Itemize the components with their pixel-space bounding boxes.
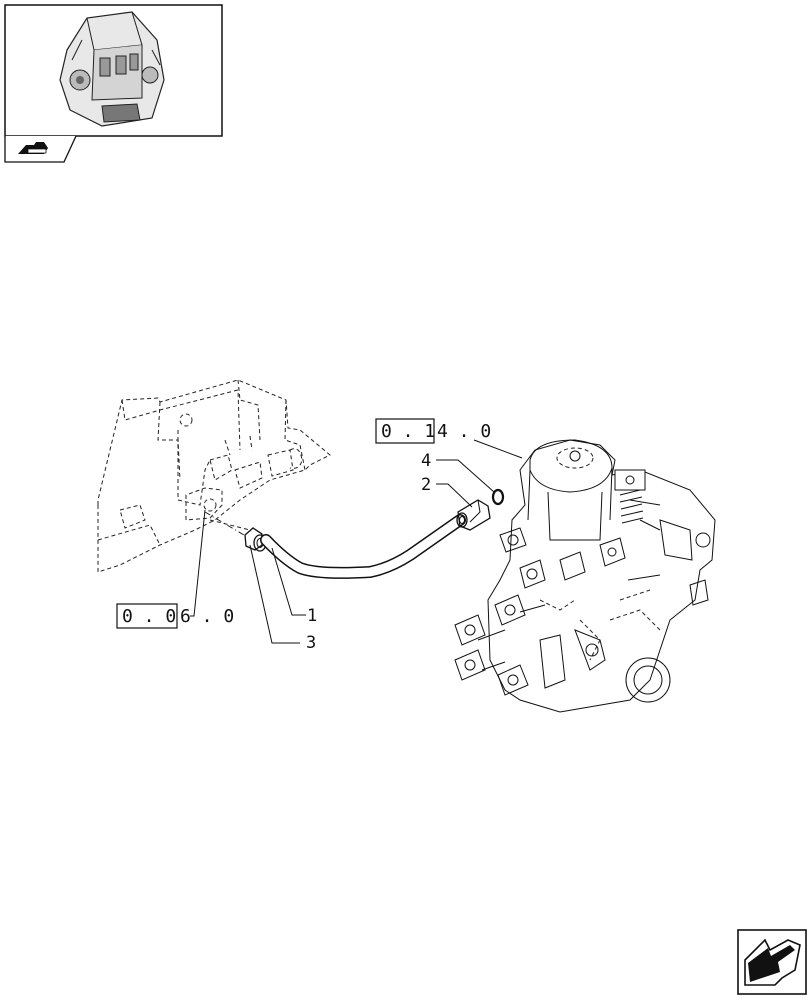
leader-lines (190, 439, 523, 644)
callout-2[interactable]: 2 (421, 475, 431, 495)
ref-upper-rest: 4 . 0 (437, 421, 491, 442)
callout-4[interactable]: 4 (421, 451, 431, 471)
o-ring (491, 488, 505, 506)
section-reference-lower[interactable]: 0 . 0 6 . 0 (116, 603, 234, 629)
fuel-pipe (260, 514, 466, 579)
ref-lower-boxed: 0 . 0 (122, 606, 176, 627)
callout-3[interactable]: 3 (306, 633, 316, 653)
section-tab-icon[interactable] (4, 135, 77, 163)
next-page-arrow-icon[interactable] (737, 929, 807, 995)
engine-block-outline (97, 379, 331, 573)
section-reference-upper[interactable]: 0 . 1 4 . 0 (375, 418, 491, 444)
callout-1[interactable]: 1 (307, 606, 317, 626)
ref-lower-rest: 6 . 0 (180, 606, 234, 627)
ref-upper-boxed: 0 . 1 (381, 421, 435, 442)
engine-thumbnail-icon[interactable] (4, 4, 223, 137)
injection-pump-outline (454, 439, 716, 713)
pipe-union-fitting (456, 499, 491, 531)
